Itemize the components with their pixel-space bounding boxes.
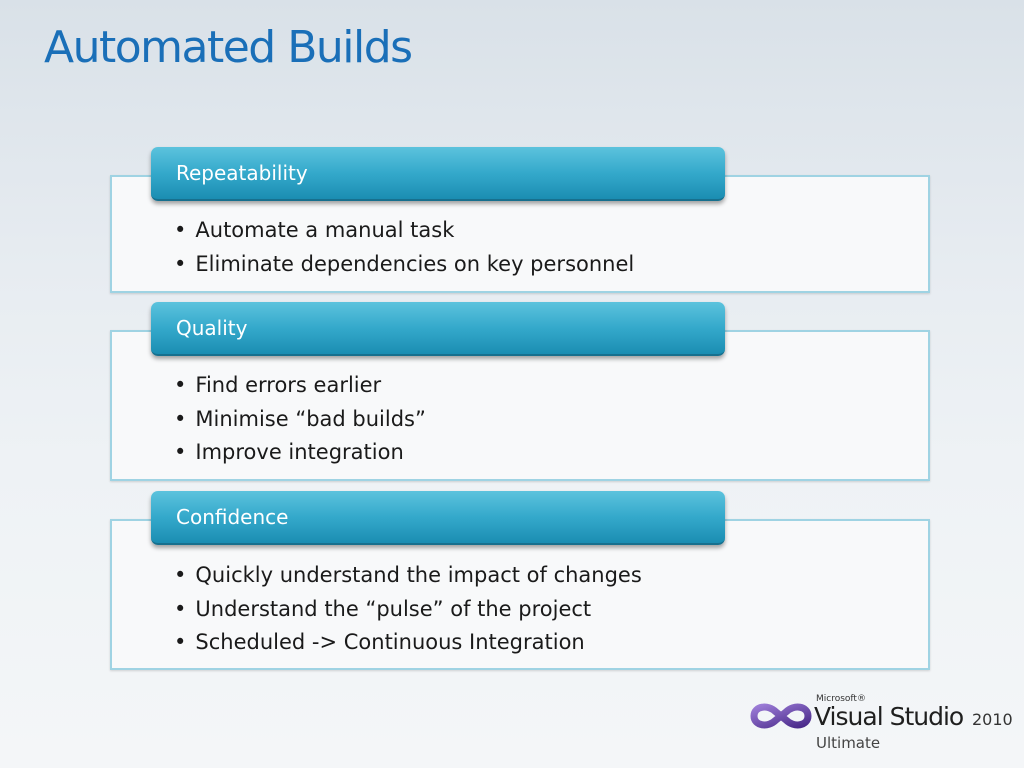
bullet-list: Find errors earlier Minimise “bad builds… <box>174 369 426 470</box>
section-header-quality: Quality <box>151 302 725 356</box>
section-heading: Repeatability <box>176 161 308 185</box>
bullet-item: Improve integration <box>174 436 426 470</box>
section-heading: Quality <box>176 316 248 340</box>
section-header-confidence: Confidence <box>151 491 725 545</box>
section-heading: Confidence <box>176 505 289 529</box>
logo-product: Visual Studio <box>814 702 964 731</box>
bullet-list: Automate a manual task Eliminate depende… <box>174 214 634 281</box>
bullet-item: Eliminate dependencies on key personnel <box>174 248 634 282</box>
bullet-list: Quickly understand the impact of changes… <box>174 559 642 660</box>
bullet-item: Scheduled -> Continuous Integration <box>174 626 642 660</box>
logo-company: Microsoft® <box>816 694 866 704</box>
slide-title: Automated Builds <box>44 22 413 73</box>
bullet-item: Find errors earlier <box>174 369 426 403</box>
bullet-item: Quickly understand the impact of changes <box>174 559 641 593</box>
logo-edition: Ultimate <box>816 734 881 752</box>
visual-studio-logo: Microsoft® Visual Studio 2010 Ultimate <box>750 694 1015 754</box>
bullet-item: Automate a manual task <box>174 214 634 248</box>
logo-year: 2010 <box>972 710 1013 729</box>
bullet-item: Minimise “bad builds” <box>174 403 425 437</box>
section-header-repeatability: Repeatability <box>151 147 725 201</box>
infinity-logo-icon <box>750 703 812 729</box>
bullet-item: Understand the “pulse” of the project <box>174 593 642 627</box>
